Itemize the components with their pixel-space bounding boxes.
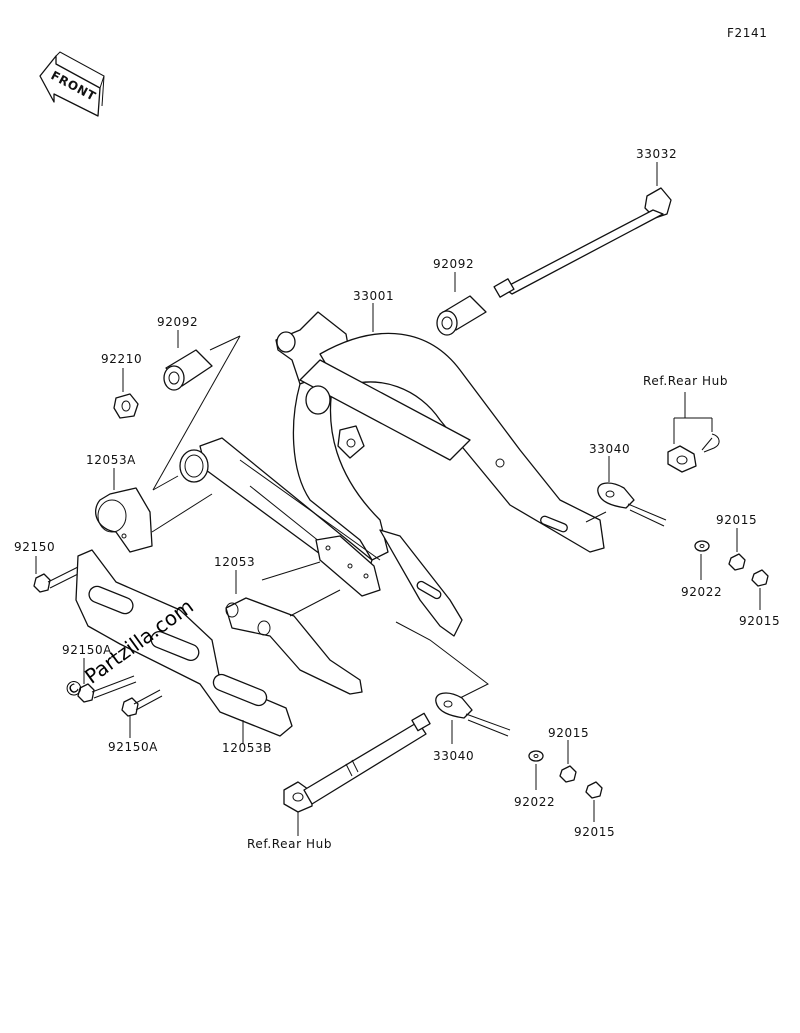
leader-line bbox=[585, 511, 607, 523]
swingarm-part bbox=[179, 303, 605, 637]
front-arrow-icon: FRONT bbox=[39, 51, 105, 117]
washer-top-part bbox=[694, 540, 710, 580]
chain-adjuster-bottom-part bbox=[435, 692, 511, 744]
rear-axle-part bbox=[283, 712, 431, 836]
label-92015-d: 92015 bbox=[574, 825, 615, 839]
leader-line bbox=[261, 561, 321, 581]
label-33032: 33032 bbox=[636, 147, 677, 161]
cotter-pin-part bbox=[701, 433, 720, 453]
bolt-92150A-upper-part bbox=[77, 658, 137, 703]
nut-92015-a-part bbox=[728, 528, 746, 571]
nut-92015-d-part bbox=[585, 781, 603, 822]
bolt-92150A-lower-part bbox=[121, 689, 163, 738]
label-92022-bottom: 92022 bbox=[514, 795, 555, 809]
label-92092-left: 92092 bbox=[157, 315, 198, 329]
nut-92015-c-part bbox=[559, 740, 577, 783]
label-12053B: 12053B bbox=[222, 741, 272, 755]
label-33040-bottom: 33040 bbox=[433, 749, 474, 763]
leader-line bbox=[151, 493, 213, 533]
label-92150: 92150 bbox=[14, 540, 55, 554]
label-12053: 12053 bbox=[214, 555, 255, 569]
bolt-92150-part bbox=[33, 556, 83, 593]
label-92022-top: 92022 bbox=[681, 585, 722, 599]
leader-line bbox=[152, 475, 179, 491]
leader-line bbox=[152, 335, 241, 491]
collar-left-part bbox=[163, 330, 213, 391]
nut-92015-b-part bbox=[751, 569, 769, 610]
guide-bracket-part bbox=[95, 468, 153, 553]
chain-guard-plate-part bbox=[75, 549, 293, 737]
label-33040-top: 33040 bbox=[589, 442, 630, 456]
label-92150A-bottom: 92150A bbox=[108, 740, 158, 754]
collar-right-part bbox=[436, 272, 487, 336]
ref-rear-hub-top-label: Ref.Rear Hub bbox=[643, 374, 728, 388]
label-92150A-top: 92150A bbox=[62, 643, 112, 657]
label-92015-b: 92015 bbox=[739, 614, 780, 628]
chain-guide-part bbox=[225, 570, 363, 695]
pivot-shaft-part bbox=[493, 162, 672, 298]
label-92015-a: 92015 bbox=[716, 513, 757, 527]
leader-line bbox=[289, 589, 341, 617]
chain-adjuster-top-part bbox=[597, 456, 667, 527]
washer-bottom-part bbox=[528, 750, 544, 790]
ref-rear-hub-bottom-label: Ref.Rear Hub bbox=[247, 837, 332, 851]
label-12053A: 12053A bbox=[86, 453, 136, 467]
figure-id: F2141 bbox=[727, 26, 767, 40]
label-92015-c: 92015 bbox=[548, 726, 589, 740]
axle-nut-part bbox=[667, 445, 697, 473]
label-33001: 33001 bbox=[353, 289, 394, 303]
leader-line bbox=[395, 621, 489, 703]
nut-92210-part bbox=[113, 368, 139, 419]
label-92092-right: 92092 bbox=[433, 257, 474, 271]
label-92210: 92210 bbox=[101, 352, 142, 366]
leader-line bbox=[209, 335, 241, 351]
